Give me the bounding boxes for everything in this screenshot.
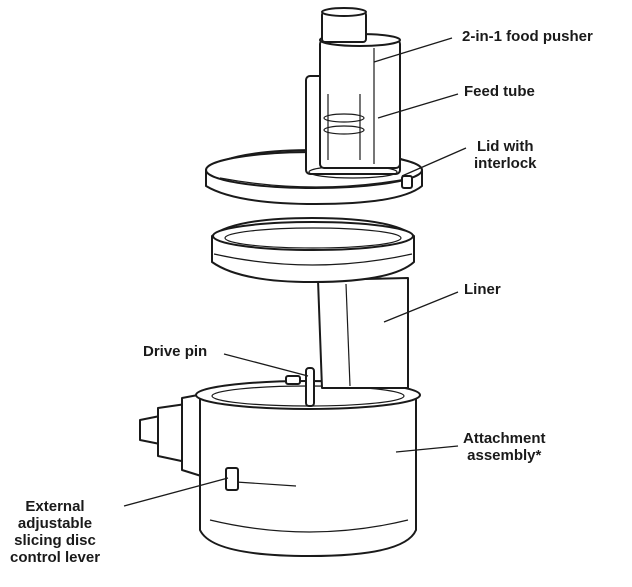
leader-attachment [395,445,459,453]
label-attachment-assembly: Attachment assembly* [463,430,546,464]
leader-drive-pin [223,353,309,377]
leader-liner [383,291,459,323]
leader-food-pusher [373,37,453,63]
label-lid-line2: interlock [474,155,537,172]
label-lever-line1: External [25,498,85,515]
label-feed-tube: Feed tube [464,83,535,100]
label-lever-line2: adjustable [17,515,93,532]
label-attachment-line2: assembly* [467,447,542,464]
label-lever-line4: control lever [10,549,101,566]
leader-lever [123,477,229,507]
attachment-assembly-drawing [139,367,421,557]
leader-feed-tube [377,93,459,119]
label-control-lever: External adjustable slicing disc control… [10,498,100,566]
leader-lines [123,37,467,507]
leader-lid [401,147,467,177]
food-pusher-drawing [319,7,401,169]
label-lever-line3: slicing disc [14,532,96,549]
label-drive-pin: Drive pin [143,343,208,360]
label-attachment-line1: Attachment [463,430,546,447]
label-liner: Liner [464,281,501,298]
label-food-pusher: 2-in-1 food pusher [462,28,593,45]
liner-drawing [211,217,415,389]
label-lid-line1: Lid with [476,138,534,155]
label-lid-with-interlock: Lid with interlock [474,138,537,172]
